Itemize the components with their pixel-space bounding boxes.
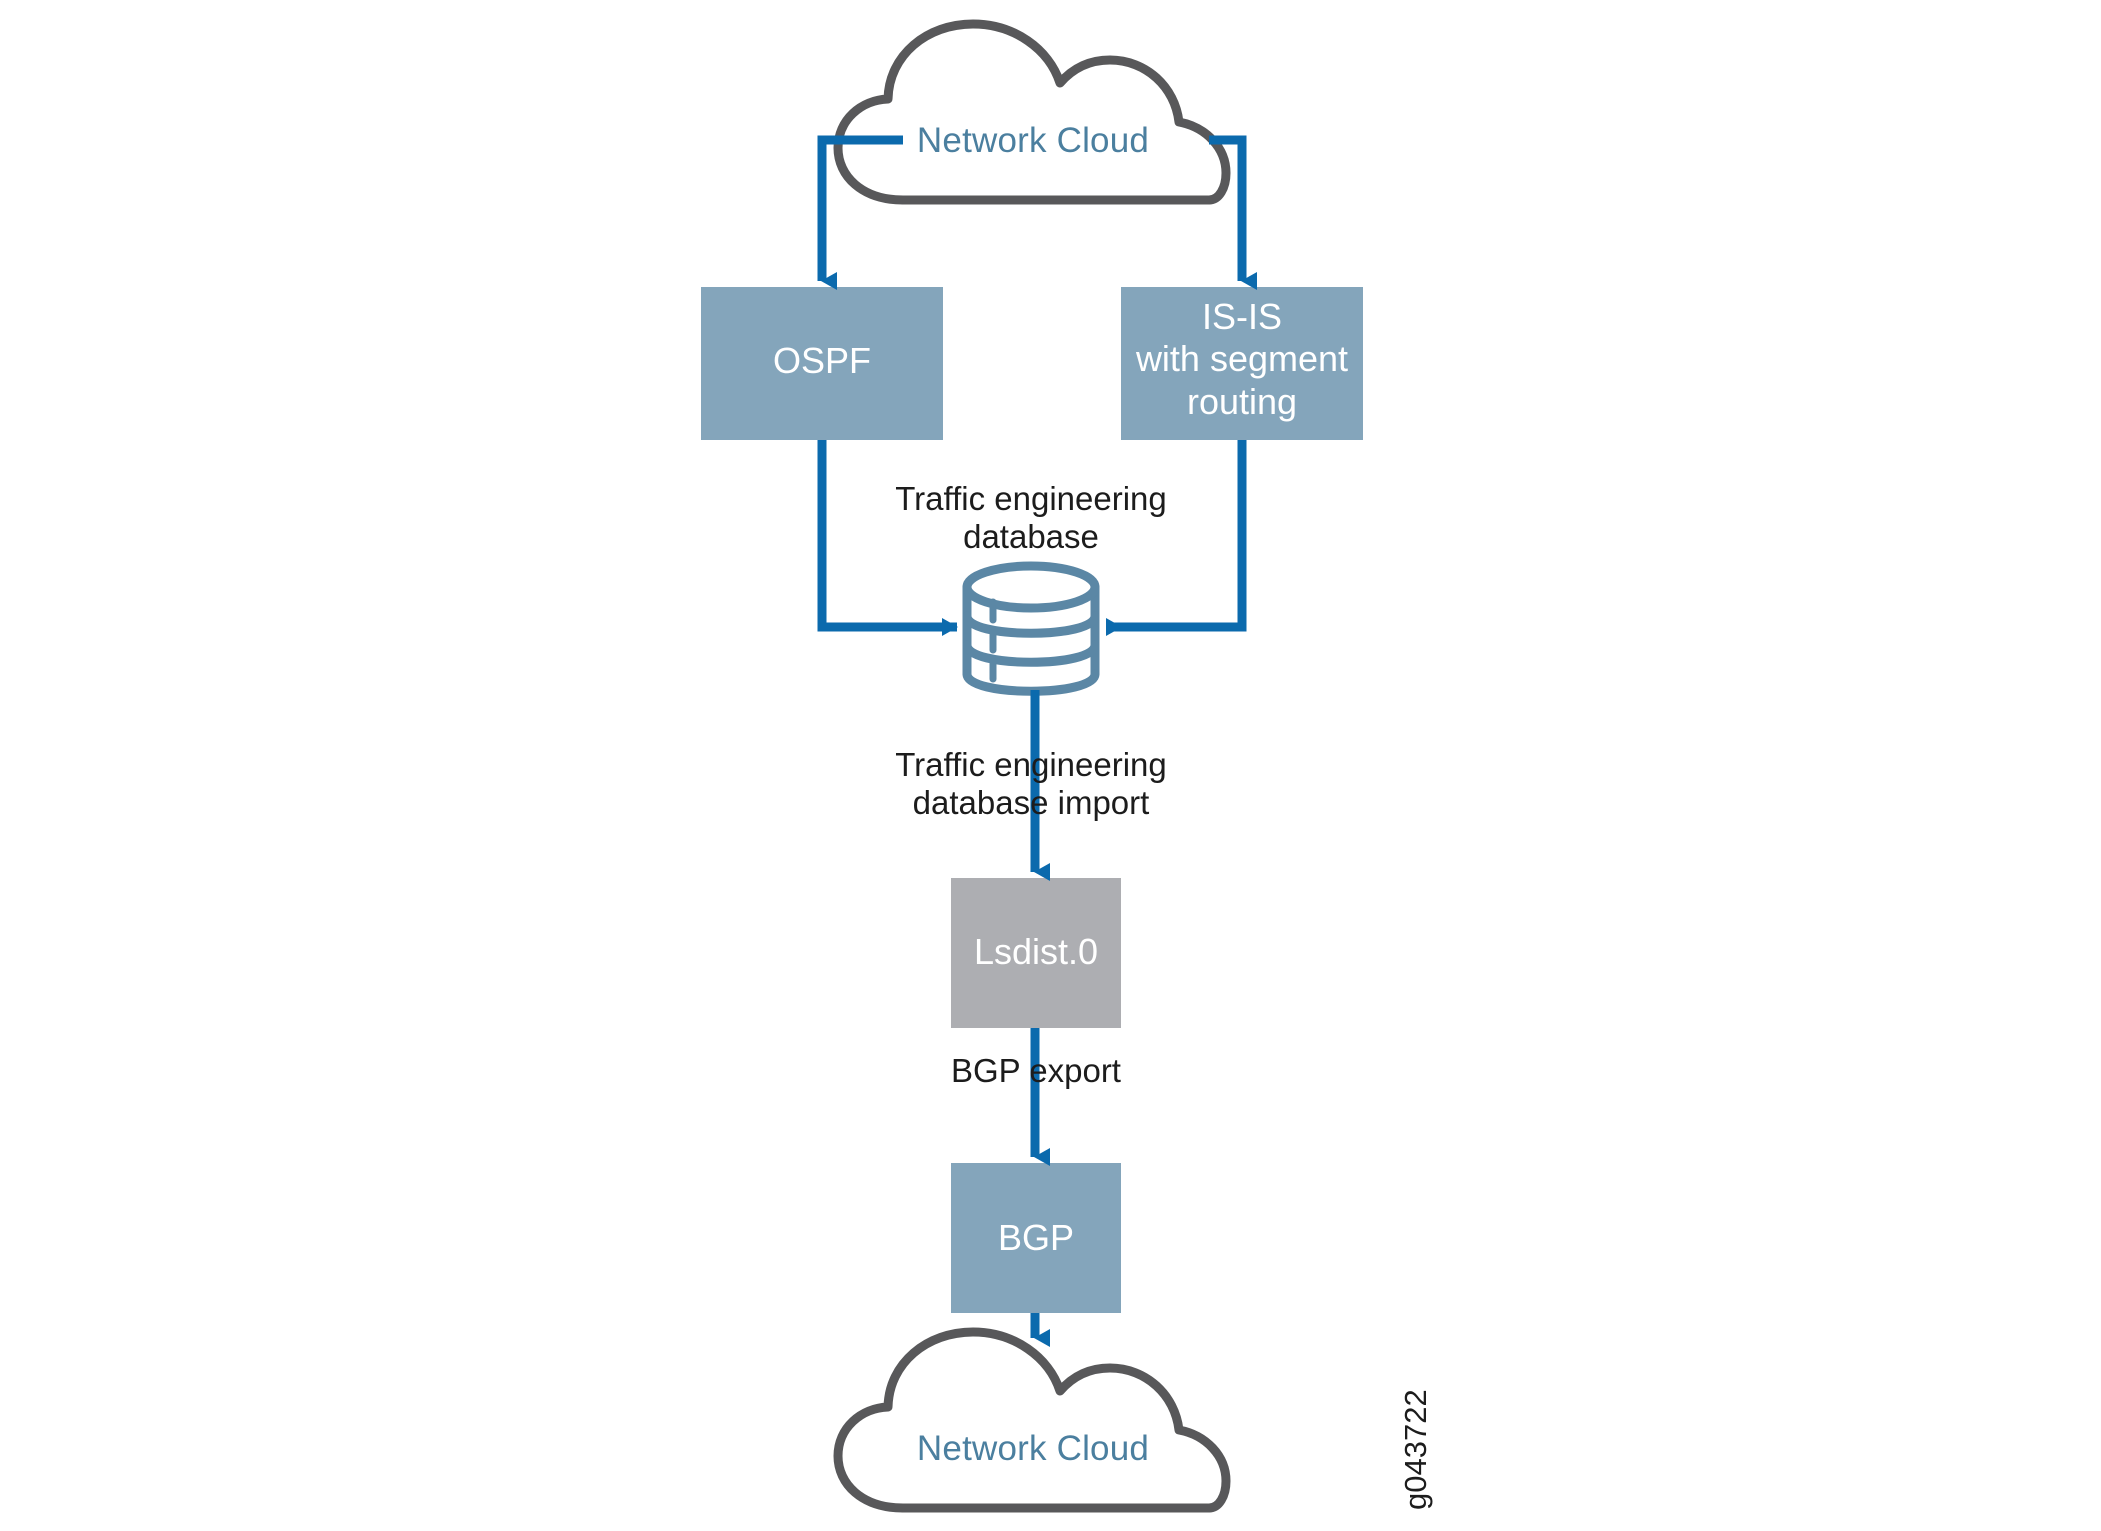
bgp-box-shape (951, 1163, 1121, 1313)
ospf-box-shape (701, 287, 943, 440)
figure-id-label: g043722 (1398, 1389, 1433, 1510)
edge-ospf-to-ted (817, 440, 958, 636)
isis-box-shape (1121, 287, 1363, 440)
cloud-bottom-shape (833, 1327, 1231, 1513)
edge-isis-to-ted (1106, 440, 1247, 636)
ted-cylinder-shape (962, 561, 1100, 696)
edge-cloud-to-ospf (817, 135, 903, 290)
cloud-top-shape (833, 19, 1231, 205)
edge-cloud-to-isis (1209, 135, 1257, 290)
lsdist-box-shape (951, 878, 1121, 1028)
